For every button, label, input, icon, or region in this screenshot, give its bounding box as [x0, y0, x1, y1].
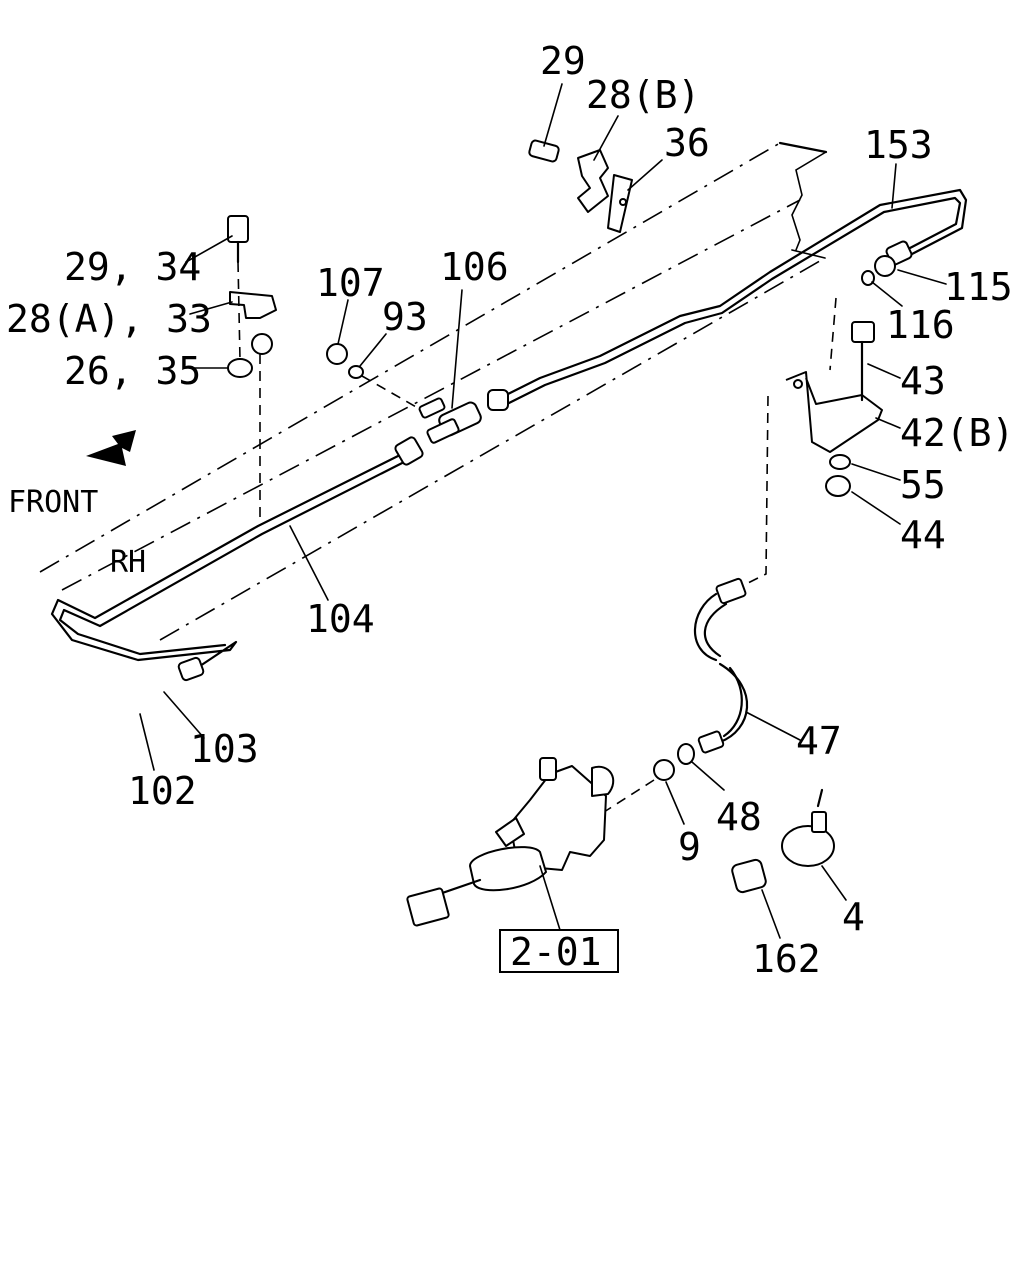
- ref-box: [499, 929, 619, 973]
- leader-lines: [139, 83, 947, 939]
- label-36: 36: [664, 121, 710, 165]
- clip-28a: [227, 215, 277, 524]
- label-42b: 42(B): [900, 411, 1014, 455]
- hose-47: [693, 395, 769, 754]
- label-29-top: 29: [540, 39, 586, 83]
- label-93: 93: [382, 295, 428, 339]
- label-28a-33: 28(A), 33: [6, 297, 212, 341]
- label-48: 48: [716, 795, 762, 839]
- frame-rail: [39, 141, 828, 641]
- part-labels: 29 28(B) 36 153 29, 34 28(A), 33 26, 35 …: [6, 39, 1014, 981]
- label-104: 104: [306, 597, 375, 641]
- label-ref-2-01: 2-01: [510, 930, 602, 974]
- tee-joint-106: [418, 397, 482, 444]
- master-cylinder: [406, 757, 615, 927]
- label-153: 153: [864, 123, 933, 167]
- bracket-42b: [785, 255, 896, 497]
- label-115: 115: [944, 265, 1013, 309]
- label-front: FRONT: [8, 485, 98, 520]
- clamp-4-sleeve-162: [731, 788, 835, 894]
- nut-107-washer-93: [326, 343, 419, 409]
- clip-28b-group: [528, 139, 633, 233]
- front-direction-arrow-icon: [86, 430, 136, 466]
- pipe-104: [50, 436, 424, 682]
- label-106: 106: [440, 245, 509, 289]
- label-28b: 28(B): [586, 73, 700, 117]
- label-29-34: 29, 34: [64, 245, 201, 289]
- washer-48-nut-9: [603, 743, 695, 813]
- label-4: 4: [842, 895, 865, 939]
- label-rh: RH: [110, 545, 146, 580]
- label-9: 9: [678, 825, 701, 869]
- label-43: 43: [900, 359, 946, 403]
- label-103: 103: [190, 727, 259, 771]
- label-55: 55: [900, 463, 946, 507]
- label-44: 44: [900, 513, 946, 557]
- label-162: 162: [752, 937, 821, 981]
- label-107: 107: [316, 261, 385, 305]
- label-116: 116: [886, 303, 955, 347]
- label-102: 102: [128, 769, 197, 813]
- label-47: 47: [796, 719, 842, 763]
- label-26-35: 26, 35: [64, 349, 201, 393]
